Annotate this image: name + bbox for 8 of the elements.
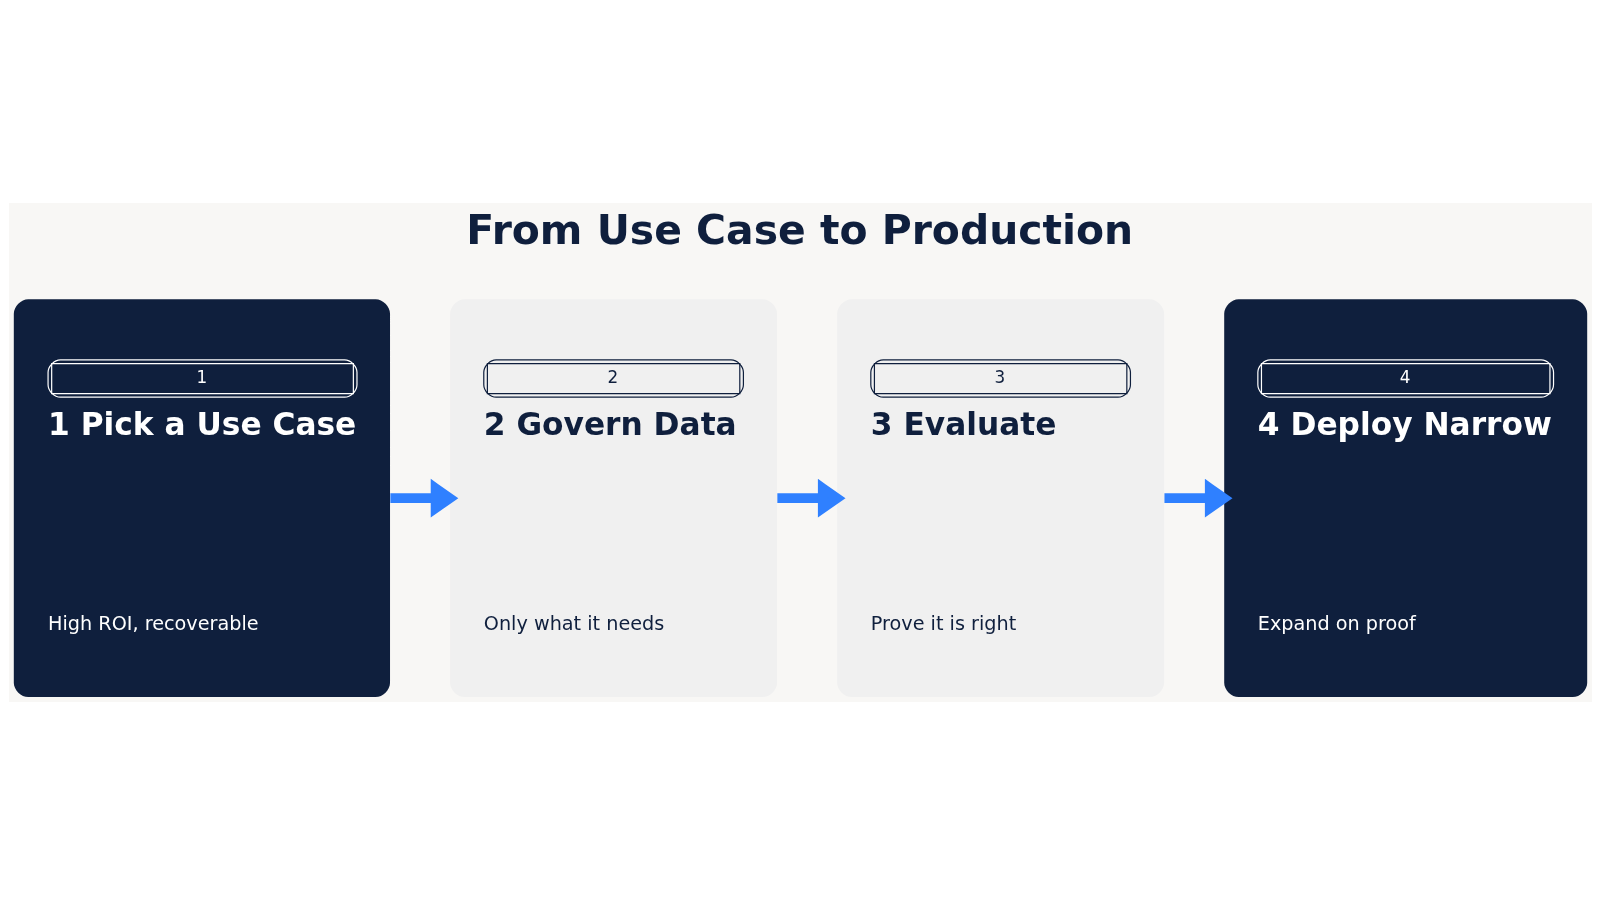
- arrow: [389, 478, 458, 517]
- arrow: [776, 478, 846, 517]
- node-box: 3 3 Evaluate Prove it is right: [836, 298, 1164, 697]
- arrow: [1163, 478, 1232, 517]
- diagram-title: From Use Case to Production: [465, 205, 1133, 254]
- node-box: 1 1 Pick a Use Case High ROI, recoverable: [13, 298, 390, 697]
- node-box: 4 4 Deploy Narrow Expand on proof: [1223, 298, 1587, 697]
- node-box: 2 2 Govern Data Only what it needs: [449, 298, 777, 697]
